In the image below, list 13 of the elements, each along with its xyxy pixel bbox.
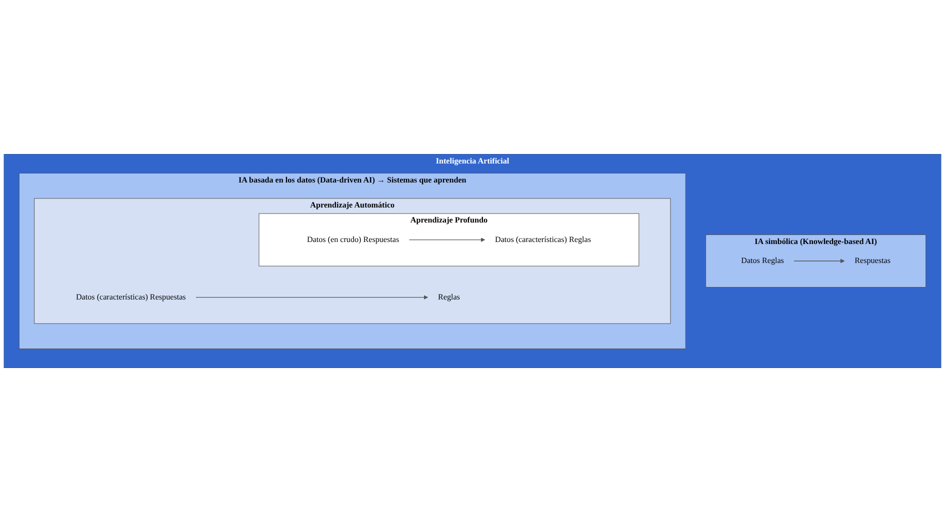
cluster — [34, 198, 671, 324]
arrow — [408, 238, 486, 242]
node-text: Datos (en crudo) Respuestas — [306, 235, 400, 244]
arrow — [794, 258, 845, 264]
node-text: Datos (características) Reglas — [495, 235, 591, 244]
node-text: Reglas — [438, 292, 460, 302]
cluster — [18, 172, 686, 350]
cluster — [706, 234, 926, 288]
node-text: Datos (características) Respuestas — [76, 292, 186, 302]
node-text: Datos Reglas — [741, 256, 784, 266]
arrow — [196, 295, 428, 300]
node-text: Respuestas — [854, 256, 890, 266]
cluster — [258, 213, 640, 266]
